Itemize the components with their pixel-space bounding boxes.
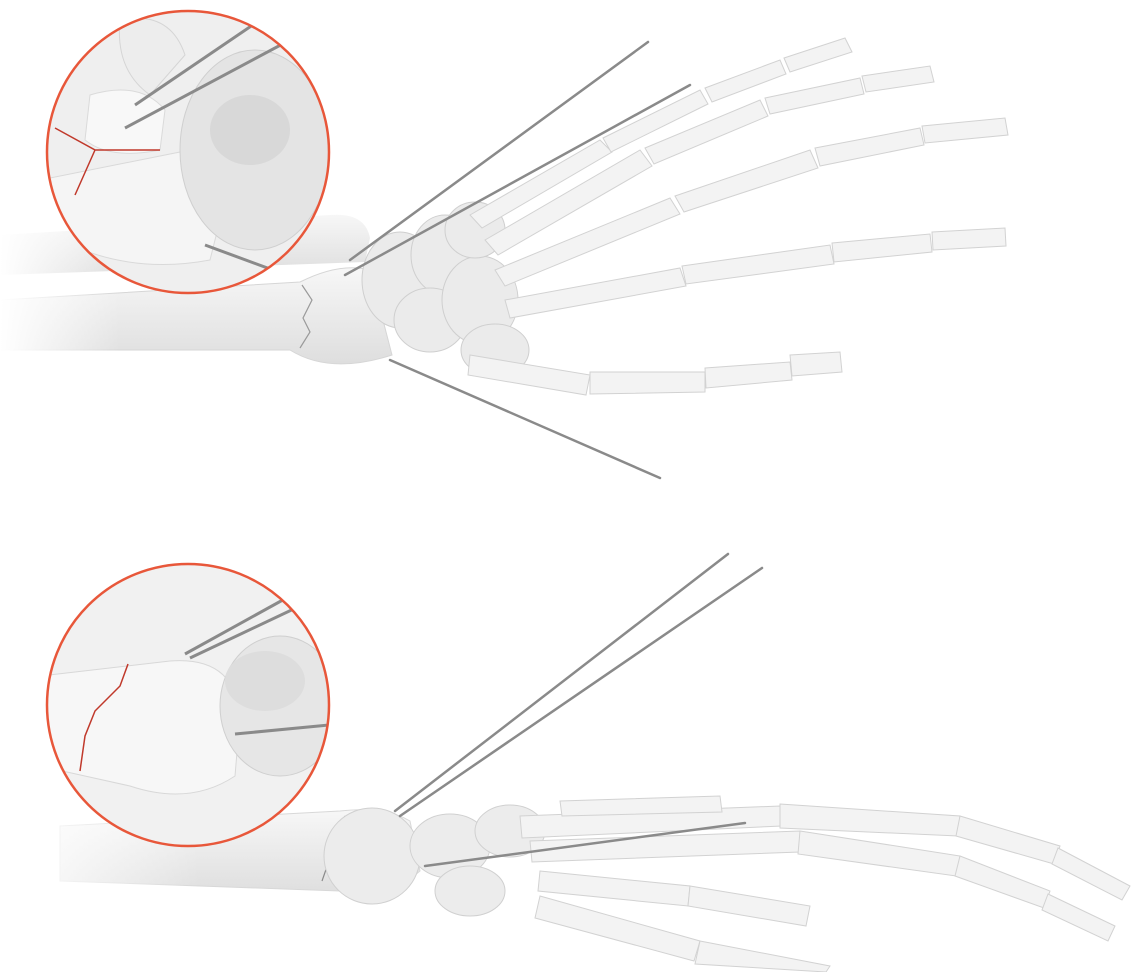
finger-bones-lateral bbox=[520, 796, 1130, 972]
dorsal-view-illustration bbox=[0, 0, 1145, 486]
lateral-view-svg bbox=[0, 486, 1145, 972]
magnified-callout-lateral bbox=[40, 564, 340, 846]
finger-bones bbox=[468, 38, 1008, 395]
carpal-bones-lateral bbox=[324, 805, 545, 916]
lateral-view-illustration bbox=[0, 486, 1145, 972]
dorsal-view-svg bbox=[0, 0, 1145, 486]
